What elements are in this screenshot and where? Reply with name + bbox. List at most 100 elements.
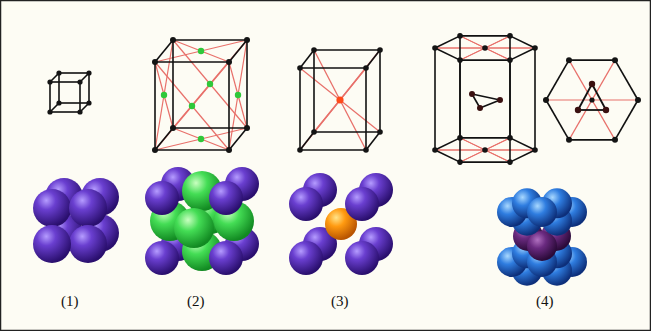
atom-sphere <box>289 187 323 221</box>
prism-edge <box>510 138 535 150</box>
lattice-point <box>336 96 343 103</box>
lattice-point <box>457 159 463 165</box>
cube-edge <box>229 128 247 150</box>
cube-edge <box>366 132 380 150</box>
lattice-point <box>377 129 383 135</box>
inner-triangle <box>578 109 606 111</box>
face-diagonal <box>155 128 247 150</box>
lattice-point <box>507 159 513 165</box>
lattice-point <box>198 48 204 54</box>
lattice-point <box>235 92 241 98</box>
cube-edge <box>246 40 248 128</box>
lattice-point <box>477 105 483 111</box>
atom-sphere <box>345 187 379 221</box>
lattice-point <box>612 57 618 63</box>
lattice-point <box>457 33 463 39</box>
prism-edge <box>460 35 510 37</box>
lattice-point <box>77 79 82 84</box>
cube-edge <box>300 132 314 150</box>
prism-edge <box>435 138 460 150</box>
lattice-point <box>566 57 572 63</box>
cube-edge <box>173 127 247 129</box>
atom-sphere <box>289 241 323 275</box>
cube-edge <box>155 128 173 150</box>
lattice-point <box>589 81 595 87</box>
lattice-point <box>497 97 503 103</box>
lattice-point <box>47 79 52 84</box>
hex-edge <box>569 139 615 141</box>
lattice-point <box>86 100 91 105</box>
wireframes <box>47 33 641 165</box>
hex-diagonal <box>460 138 510 162</box>
face-diagonal <box>155 40 173 150</box>
cube-edge <box>50 81 80 83</box>
lattice-point <box>189 103 195 109</box>
body-diagonal <box>314 50 366 150</box>
cube-edge <box>313 50 315 132</box>
atom-sphere <box>174 208 214 248</box>
cube-edge <box>366 50 380 68</box>
atom-sphere <box>527 231 557 261</box>
lattice-point <box>507 135 513 141</box>
lattice-point <box>507 57 513 63</box>
lattice-point <box>198 136 204 142</box>
atom-sphere <box>145 241 179 275</box>
lattice-point <box>377 47 383 53</box>
cube-edge <box>228 62 230 150</box>
sphere-models <box>33 167 587 286</box>
cube-edge <box>173 39 247 41</box>
lattice-point <box>297 65 303 71</box>
atom-sphere <box>209 241 243 275</box>
lattice-point <box>432 45 438 51</box>
cube-edge <box>299 68 301 150</box>
lattice-point <box>297 147 303 153</box>
prism-edge <box>460 161 510 163</box>
lattice-point <box>482 147 488 153</box>
lattice-point <box>482 45 488 51</box>
cube-edge <box>49 82 51 112</box>
lattice-point <box>161 92 167 98</box>
cube-edge <box>300 149 366 151</box>
lattice-point <box>244 125 250 131</box>
lattice-point <box>566 137 572 143</box>
lattice-point <box>507 33 513 39</box>
lattice-point <box>170 37 176 43</box>
prism-edge <box>510 36 535 48</box>
face-diagonal <box>155 62 173 128</box>
cube-edge <box>314 131 380 133</box>
inner-triangle <box>578 84 592 110</box>
atom-sphere <box>33 189 71 227</box>
prism-edge <box>435 48 460 60</box>
inner-triangle <box>472 94 500 100</box>
lattice-point <box>86 70 91 75</box>
lattice-point <box>635 97 641 103</box>
lattice-point <box>56 70 61 75</box>
lattice-point <box>152 147 158 153</box>
prism-edge <box>434 48 436 150</box>
cube-edge <box>58 73 60 103</box>
lattice-point <box>363 65 369 71</box>
lattice-point <box>207 81 213 87</box>
face-diagonal <box>173 40 229 62</box>
figure-number: (3) <box>331 293 349 310</box>
hex-diagonal <box>460 36 510 60</box>
atom-sphere <box>69 189 107 227</box>
cube-edge <box>155 40 173 62</box>
lattice-point <box>603 107 609 113</box>
lattice-point <box>469 91 475 97</box>
cube-edge <box>379 50 381 132</box>
atom-sphere <box>145 181 179 215</box>
cube-edge <box>59 72 89 74</box>
prism-edge <box>435 36 460 48</box>
atom-sphere <box>69 225 107 263</box>
figure-number: (1) <box>61 293 79 310</box>
lattice-point <box>363 147 369 153</box>
hex-edge <box>546 100 569 140</box>
cube-edge <box>229 40 247 62</box>
cube-edge <box>155 149 229 151</box>
cube-edge <box>172 40 174 128</box>
cube-edge <box>365 68 367 150</box>
